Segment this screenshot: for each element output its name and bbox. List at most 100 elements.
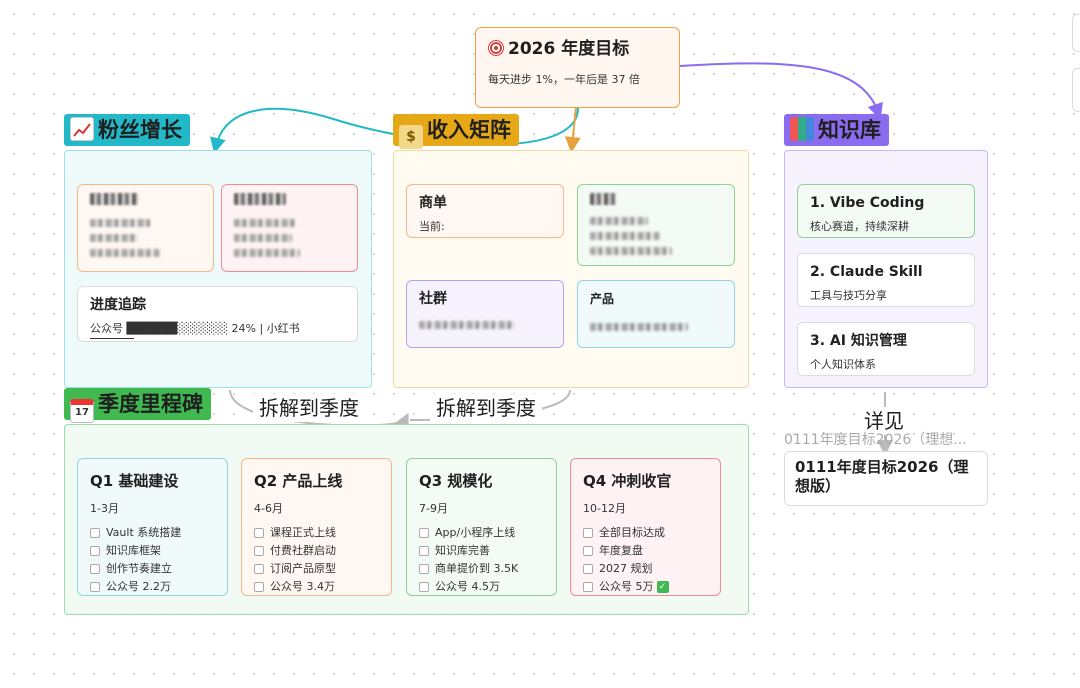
task-item[interactable]: 知识库完善 (419, 542, 544, 560)
task-item[interactable]: 公众号 2.2万 (90, 578, 215, 595)
blurred-text (234, 249, 300, 257)
quarter-card-q3[interactable]: Q3 规模化 7-9月 App/小程序上线 知识库完善 商单提价到 3.5K 公… (406, 458, 557, 596)
books-icon (790, 117, 814, 141)
knowledge-group-title: 知识库 (818, 118, 881, 142)
knowledge-group-label[interactable]: 知识库 (784, 114, 889, 146)
knowledge-item-3[interactable]: 3. AI 知识管理 个人知识体系 (797, 322, 975, 376)
task-item[interactable]: 付费社群启动 (254, 542, 379, 560)
blurred-text (590, 247, 672, 255)
linked-note-title: 0111年度目标2026（理想版） (795, 458, 969, 495)
progress-underline (90, 338, 134, 339)
income-card-3-title: 社群 (419, 291, 447, 307)
knowledge-item-title: 2. Claude Skill (810, 264, 923, 280)
money-bag-icon: $ (399, 125, 423, 149)
blurred-text (590, 232, 660, 240)
quarter-card-q4[interactable]: Q4 冲刺收官 10-12月 全部目标达成 年度复盘 2027 规划 公众号 5… (570, 458, 721, 596)
progress-card[interactable]: 进度追踪 公众号 ██████░░░░░░ 24% | 小红书 (77, 286, 358, 342)
knowledge-item-2[interactable]: 2. Claude Skill 工具与技巧分享 (797, 253, 975, 307)
checkbox[interactable] (419, 546, 429, 556)
check-mark-icon: ✓ (656, 581, 669, 593)
quarter-range: 7-9月 (419, 502, 448, 515)
blurred-title (234, 193, 286, 205)
offscreen-node-edge[interactable] (1072, 14, 1080, 52)
goal-subtitle: 每天进步 1%，一年后是 37 倍 (488, 73, 640, 86)
target-icon (488, 40, 504, 56)
fans-group-label[interactable]: 粉丝增长 (64, 114, 190, 146)
quarter-card-q2[interactable]: Q2 产品上线 4-6月 课程正式上线 付费社群启动 订阅产品原型 公众号 3.… (241, 458, 392, 596)
blurred-text (90, 249, 160, 257)
income-card-1-line: 当前: (419, 220, 445, 233)
checkbox[interactable] (254, 564, 264, 574)
knowledge-item-title: 3. AI 知识管理 (810, 333, 907, 349)
task-item[interactable]: Vault 系统搭建 (90, 524, 215, 542)
task-item[interactable]: 年度复盘 (583, 542, 708, 560)
income-card-4-title: 产品 (590, 292, 615, 306)
blurred-text (90, 219, 150, 227)
checkbox[interactable] (583, 582, 593, 592)
linked-note-card[interactable]: 0111年度目标2026（理想版） (784, 451, 988, 506)
checkbox[interactable] (90, 546, 100, 556)
blurred-text (234, 219, 296, 227)
chart-up-icon (70, 117, 94, 141)
goal-card[interactable]: 2026 年度目标 每天进步 1%，一年后是 37 倍 (475, 27, 680, 108)
income-card-1-title: 商单 (419, 195, 447, 211)
edge-label-right: 拆解到季度 (430, 394, 542, 422)
quarter-title: Q2 产品上线 (254, 472, 343, 490)
blurred-text (90, 234, 138, 242)
income-card-3[interactable]: 社群 (406, 280, 564, 348)
income-card-4[interactable]: 产品 (577, 280, 735, 348)
task-item[interactable]: 课程正式上线 (254, 524, 379, 542)
checkbox[interactable] (419, 564, 429, 574)
quarter-title: Q1 基础建设 (90, 472, 179, 490)
task-item[interactable]: 公众号 3.4万 (254, 578, 379, 595)
knowledge-item-1[interactable]: 1. Vibe Coding 核心赛道，持续深耕 (797, 184, 975, 238)
edge-label-left: 拆解到季度 (253, 394, 365, 422)
checkbox[interactable] (583, 546, 593, 556)
knowledge-item-sub: 个人知识体系 (810, 358, 876, 371)
task-item[interactable]: 商单提价到 3.5K (419, 560, 544, 578)
checkbox[interactable] (583, 528, 593, 538)
progress-title: 进度追踪 (90, 297, 146, 313)
checkbox[interactable] (254, 528, 264, 538)
knowledge-item-sub: 核心赛道，持续深耕 (810, 220, 909, 233)
checkbox[interactable] (254, 582, 264, 592)
task-item[interactable]: 全部目标达成 (583, 524, 708, 542)
task-item[interactable]: 知识库框架 (90, 542, 215, 560)
task-item[interactable]: App/小程序上线 (419, 524, 544, 542)
blurred-title (590, 193, 616, 205)
task-item[interactable]: 创作节奏建立 (90, 560, 215, 578)
income-group-title: 收入矩阵 (427, 118, 511, 142)
quarter-range: 1-3月 (90, 502, 119, 515)
calendar-icon: 17 (70, 399, 94, 423)
task-item[interactable]: 公众号 4.5万 (419, 578, 544, 595)
quarters-group-title: 季度里程碑 (98, 392, 203, 416)
quarter-card-q1[interactable]: Q1 基础建设 1-3月 Vault 系统搭建 知识库框架 创作节奏建立 公众号… (77, 458, 228, 596)
task-item[interactable]: 公众号 5万✓ (583, 578, 708, 595)
knowledge-item-title: 1. Vibe Coding (810, 195, 925, 211)
linked-note-caption: 0111年度目标2026（理想... (784, 432, 967, 448)
offscreen-node-edge[interactable] (1072, 68, 1080, 112)
blurred-text (234, 234, 292, 242)
checkbox[interactable] (419, 528, 429, 538)
quarter-range: 10-12月 (583, 502, 626, 515)
blurred-title (90, 193, 138, 205)
knowledge-edge-label: 详见 (858, 407, 910, 435)
income-card-2[interactable] (577, 184, 735, 266)
checkbox[interactable] (90, 528, 100, 538)
income-card-1[interactable]: 商单 当前: (406, 184, 564, 238)
fans-card-2[interactable] (221, 184, 358, 272)
checkbox[interactable] (90, 582, 100, 592)
checkbox[interactable] (90, 564, 100, 574)
fans-card-1[interactable] (77, 184, 214, 272)
checkbox[interactable] (419, 582, 429, 592)
quarter-range: 4-6月 (254, 502, 283, 515)
task-item[interactable]: 2027 规划 (583, 560, 708, 578)
checkbox[interactable] (583, 564, 593, 574)
income-group-label[interactable]: $收入矩阵 (393, 114, 519, 149)
checkbox[interactable] (254, 546, 264, 556)
task-item[interactable]: 订阅产品原型 (254, 560, 379, 578)
progress-text: 公众号 ██████░░░░░░ 24% | 小红书 (90, 322, 300, 335)
blurred-text (590, 323, 688, 331)
blurred-text (419, 321, 515, 329)
